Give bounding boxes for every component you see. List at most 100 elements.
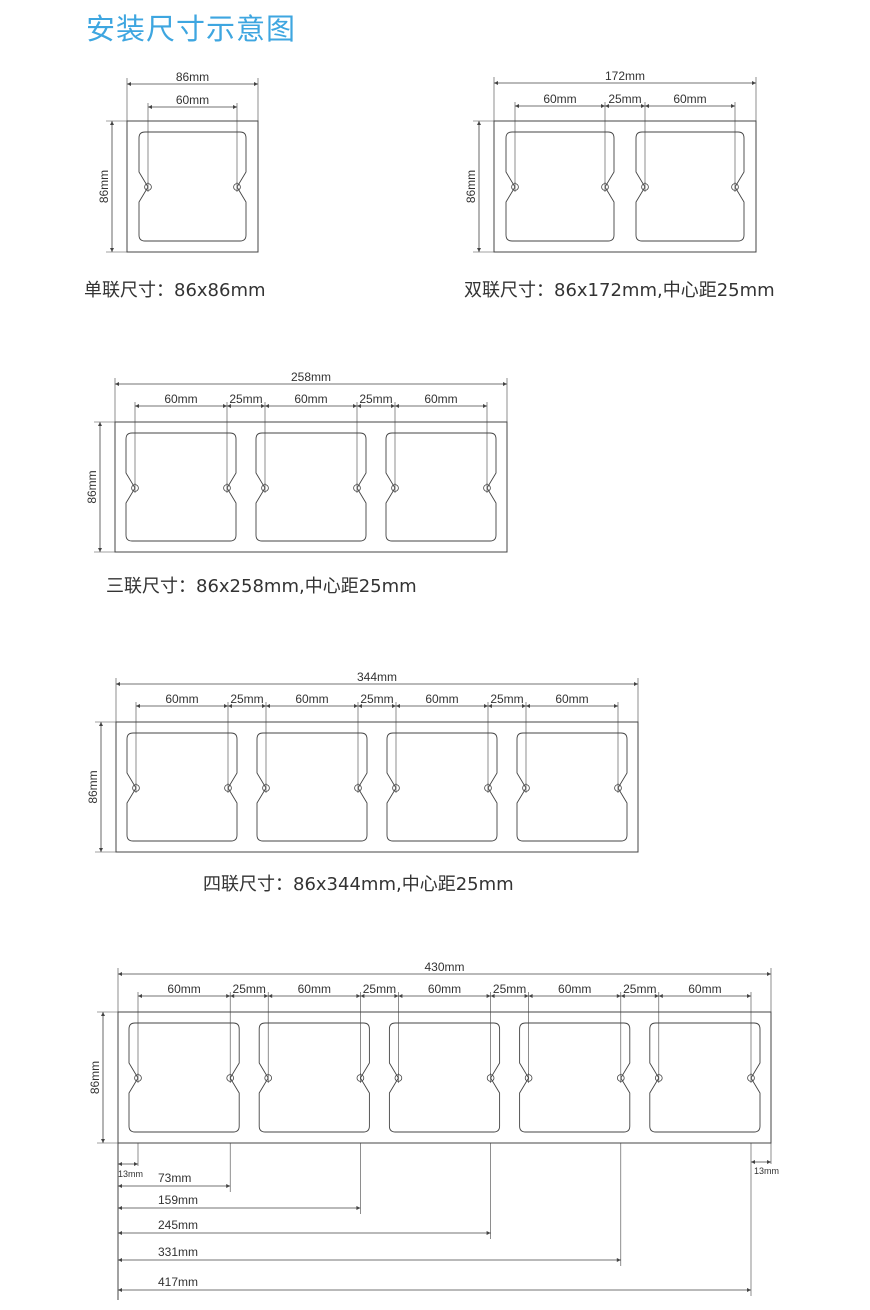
triple-height-arrow-bottom (98, 548, 102, 552)
triple-total-dim-label: 258mm (291, 370, 331, 384)
double-height-arrow-bottom (477, 248, 481, 252)
triple-segment-dim-3-arrow-left (357, 404, 361, 408)
quad-segment-dim-0-label: 60mm (165, 692, 198, 706)
penta-segment-dim-2-arrow-right (356, 994, 361, 998)
penta-segment-dim-1-arrow-left (230, 994, 235, 998)
triple-segment-dim-4-arrow-left (395, 404, 399, 408)
penta-edge-dim-right-arrow-left (751, 1160, 755, 1164)
penta-segment-dim-3-label: 25mm (363, 982, 396, 996)
penta-segment-dim-0-arrow-right (226, 994, 231, 998)
penta-offset-label-1: 159mm (158, 1193, 198, 1207)
double-segment-dim-0-arrow-left (515, 104, 519, 108)
single-segment-dim-0-label: 60mm (176, 93, 209, 107)
penta-segment-dim-4-label: 60mm (428, 982, 461, 996)
quad-segment-dim-1-arrow-left (228, 704, 232, 708)
penta-outlet-cutout (649, 1022, 761, 1133)
penta-segment-dim-3-arrow-left (360, 994, 365, 998)
single-outlet-cutout (138, 131, 247, 242)
triple-total-dim-arrow-right (503, 382, 507, 386)
triple-height-label: 86mm (85, 470, 99, 503)
triple-height-arrow-top (98, 422, 102, 426)
penta-offset-label-3: 331mm (158, 1245, 198, 1259)
double-total-dim-label: 172mm (605, 69, 645, 83)
quad-segment-dim-5-label: 25mm (490, 692, 523, 706)
penta-offset-label-0: 73mm (158, 1171, 191, 1185)
quad-segment-dim-0-arrow-right (224, 704, 228, 708)
double-segment-dim-1-label: 25mm (608, 92, 641, 106)
penta-segment-dim-0-arrow-left (138, 994, 142, 998)
quad-segment-dim-1-label: 25mm (230, 692, 263, 706)
single-total-dim-arrow-right (254, 82, 258, 86)
penta-segment-dim-2-arrow-left (268, 994, 273, 998)
triple-total-dim-arrow-left (115, 382, 119, 386)
penta-segment-dim-8-arrow-right (747, 994, 751, 998)
page-title: 安装尺寸示意图 (86, 12, 297, 46)
single-segment-dim-0-arrow-right (233, 105, 237, 109)
triple-outlet-cutout (255, 432, 367, 542)
quad-height-arrow-bottom (99, 848, 103, 852)
quad-total-dim-arrow-right (634, 682, 638, 686)
triple-frame (114, 421, 508, 553)
quad-total-dim-arrow-left (116, 682, 120, 686)
penta-total-dim-arrow-right (767, 972, 771, 976)
triple-segment-dim-2-arrow-left (265, 404, 269, 408)
double-total-dim-arrow-right (752, 81, 756, 85)
penta-offset-label-2: 245mm (158, 1218, 198, 1232)
penta-offset-label-4: 417mm (158, 1275, 198, 1289)
double-height-label: 86mm (464, 170, 478, 203)
triple-segment-dim-0-arrow-right (223, 404, 227, 408)
penta-segment-dim-4-arrow-right (486, 994, 491, 998)
penta-edge-label-left: 13mm (118, 1169, 143, 1179)
quad-outlet-cutout (386, 732, 498, 842)
penta-frame (117, 1011, 772, 1144)
triple-outlet-cutout (125, 432, 237, 542)
penta-outlet-cutout (258, 1022, 370, 1133)
penta-edge-dim-left-arrow-right (134, 1162, 138, 1166)
penta-total-dim-label: 430mm (424, 960, 464, 974)
penta-outlet-cutout (128, 1022, 240, 1133)
single-height-arrow-top (110, 121, 114, 125)
triple-segment-dim-0-label: 60mm (164, 392, 197, 406)
single-height-arrow-bottom (110, 248, 114, 252)
penta-segment-dim-3-arrow-right (394, 994, 399, 998)
double-segment-dim-1-arrow-left (605, 104, 609, 108)
quad-segment-dim-4-arrow-right (484, 704, 488, 708)
penta-edge-dim-right-arrow-right (767, 1160, 771, 1164)
double-total-dim-arrow-left (494, 81, 498, 85)
penta-segment-dim-0-label: 60mm (167, 982, 200, 996)
penta-offset-dim-3-arrow-right (616, 1258, 621, 1262)
quad-height-arrow-top (99, 722, 103, 726)
caption-double: 双联尺寸：86x172mm,中心距25mm (464, 280, 775, 301)
quad-outlet-cutout (516, 732, 628, 842)
penta-segment-dim-6-label: 60mm (558, 982, 591, 996)
penta-offset-dim-2-arrow-right (486, 1231, 491, 1235)
quad-segment-dim-2-arrow-left (266, 704, 270, 708)
double-segment-dim-2-label: 60mm (673, 92, 706, 106)
caption-quad: 四联尺寸：86x344mm,中心距25mm (203, 874, 514, 895)
triple-segment-dim-2-label: 60mm (294, 392, 327, 406)
penta-outlet-cutout (388, 1022, 501, 1133)
quad-total-dim-label: 344mm (357, 670, 397, 684)
penta-segment-dim-6-arrow-right (616, 994, 621, 998)
penta-segment-dim-8-arrow-left (658, 994, 663, 998)
penta-offset-dim-4-arrow-left (118, 1288, 122, 1292)
penta-offset-dim-1-arrow-left (118, 1206, 122, 1210)
caption-triple: 三联尺寸：86x258mm,中心距25mm (106, 576, 417, 597)
penta-offset-dim-3-arrow-left (118, 1258, 122, 1262)
double-segment-dim-2-arrow-right (731, 104, 735, 108)
penta-offset-dim-0-arrow-right (226, 1184, 231, 1188)
single-frame (126, 120, 259, 253)
caption-single: 单联尺寸：86x86mm (84, 280, 266, 301)
single-height-label: 86mm (97, 170, 111, 203)
triple-segment-dim-3-arrow-right (391, 404, 395, 408)
penta-offset-dim-0-arrow-left (118, 1184, 122, 1188)
single-total-dim-arrow-left (127, 82, 131, 86)
triple-outlet-cutout (385, 432, 497, 542)
penta-offset-dim-1-arrow-right (356, 1206, 361, 1210)
quad-segment-dim-4-label: 60mm (425, 692, 458, 706)
quad-segment-dim-0-arrow-left (136, 704, 140, 708)
quad-segment-dim-3-arrow-right (392, 704, 396, 708)
triple-segment-dim-4-label: 60mm (424, 392, 457, 406)
quad-outlet-cutout (126, 732, 238, 842)
quad-segment-dim-2-label: 60mm (295, 692, 328, 706)
